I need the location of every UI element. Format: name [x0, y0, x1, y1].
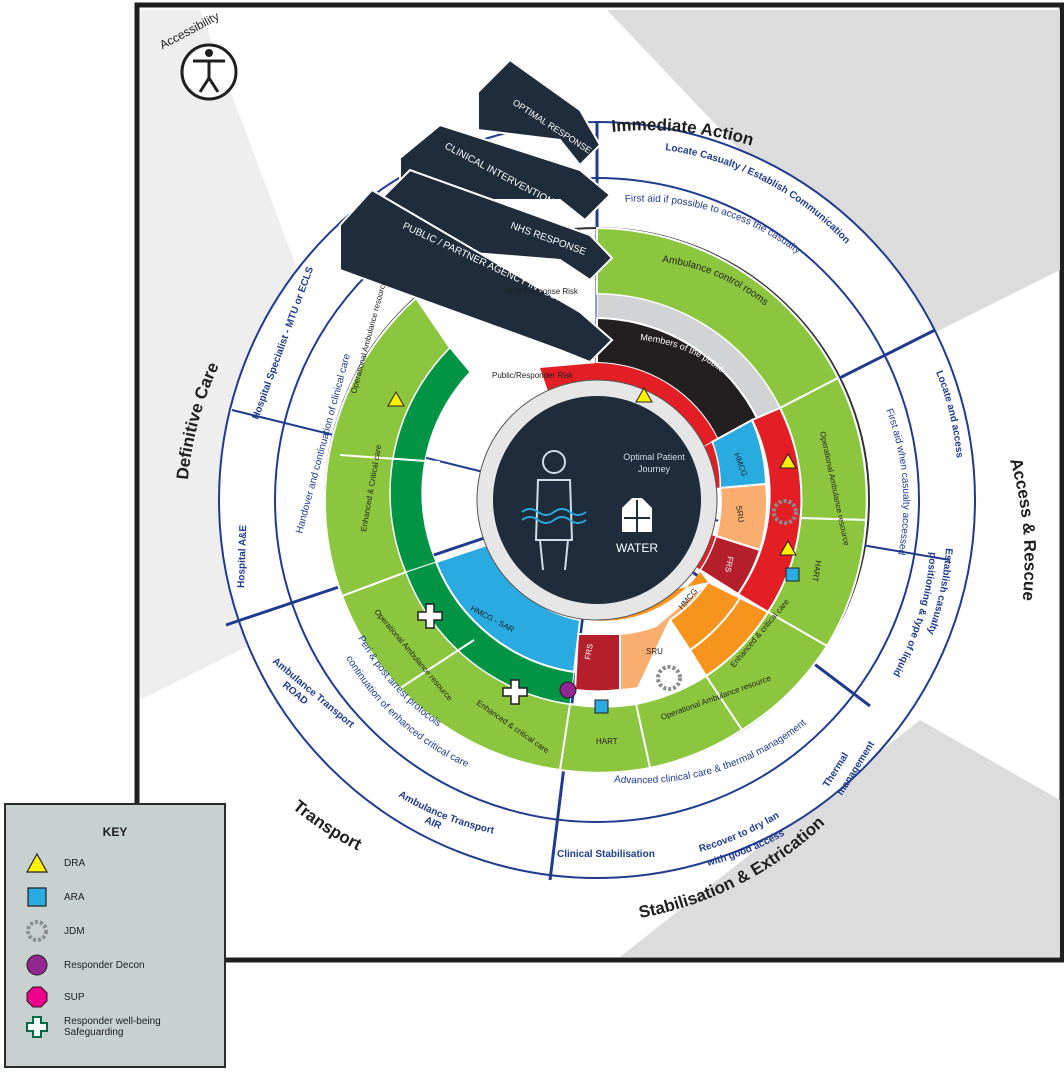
sru-ar-label: SRU [734, 505, 746, 523]
person-icon [521, 450, 587, 571]
accessibility-head [205, 49, 213, 57]
wellbeing-label-2: Safeguarding [64, 1027, 124, 1038]
triangle-icon [24, 851, 50, 875]
public-partner-banner[interactable] [339, 188, 614, 364]
bg-wedge-1 [607, 10, 1060, 340]
public-risk-label: Public/Responder Risk [492, 371, 574, 380]
sru-se[interactable] [619, 581, 709, 692]
cross-icon [24, 1015, 50, 1039]
key-title: KEY [102, 825, 128, 839]
dra-marker-4[interactable] [635, 386, 653, 403]
stabilisation-sector [558, 572, 829, 774]
clinical-stabilisation-label: Clinical Stabilisation [557, 849, 655, 860]
ring-icon [24, 919, 50, 943]
key-item-sup: SUP [24, 985, 85, 1009]
transport-split [381, 639, 475, 701]
key-legend: KEY DRA ARA JDM Responder Decon SUP [4, 803, 226, 1068]
hub-title-1: Optimal Patient [623, 452, 685, 462]
frs-se-label: FRS [583, 643, 595, 660]
key-item-wellbeing: Responder well-being Safeguarding [24, 1015, 161, 1039]
accessibility-body [193, 59, 225, 93]
key-item-dra: DRA [24, 851, 85, 875]
key-item-decon: Responder Decon [24, 953, 145, 977]
bg-wedge-2 [620, 720, 1060, 957]
hart-se-label: HART [596, 737, 618, 746]
banner-stack: OPTIMAL RESPONSE CLINICAL INTERVENTIONS … [339, 58, 614, 364]
sru-se-label: SRU [646, 647, 663, 656]
frs-ar-label: FRS [723, 556, 735, 573]
decon-marker[interactable] [559, 681, 577, 699]
dra-marker-2[interactable] [779, 452, 797, 469]
wellbeing-label-1: Responder well-being [64, 1016, 161, 1027]
dra-marker-3[interactable] [779, 539, 797, 556]
ara-marker-2[interactable] [594, 699, 609, 714]
dra-marker-1[interactable] [387, 390, 405, 407]
hub-title-2: Journey [638, 464, 671, 474]
hub [493, 396, 701, 604]
lifejacket-icon [622, 498, 652, 532]
square-icon [24, 885, 50, 909]
hart-ar-label: HART [810, 560, 823, 583]
frs-se[interactable] [573, 633, 621, 693]
jdm-marker-2[interactable] [656, 665, 682, 691]
nhs-risk-label: NHS Response Risk [505, 287, 579, 296]
definitive-dark-green [389, 347, 471, 573]
optimal-response-banner[interactable] [477, 58, 602, 167]
circle-icon [24, 953, 50, 977]
wellbeing-marker-1[interactable] [417, 603, 443, 629]
wellbeing-marker-2[interactable] [502, 679, 528, 705]
ara-marker-1[interactable] [785, 567, 800, 582]
hexagon-icon [24, 985, 50, 1009]
hub-label: WATER [616, 541, 658, 555]
definitive-split [339, 454, 441, 463]
hospital-ae-label: Hospital A&E [236, 524, 249, 588]
access-rescue-sector [683, 376, 868, 648]
jdm-marker-1[interactable] [772, 499, 798, 525]
key-item-ara: ARA [24, 885, 85, 909]
key-item-jdm: JDM [24, 919, 85, 943]
